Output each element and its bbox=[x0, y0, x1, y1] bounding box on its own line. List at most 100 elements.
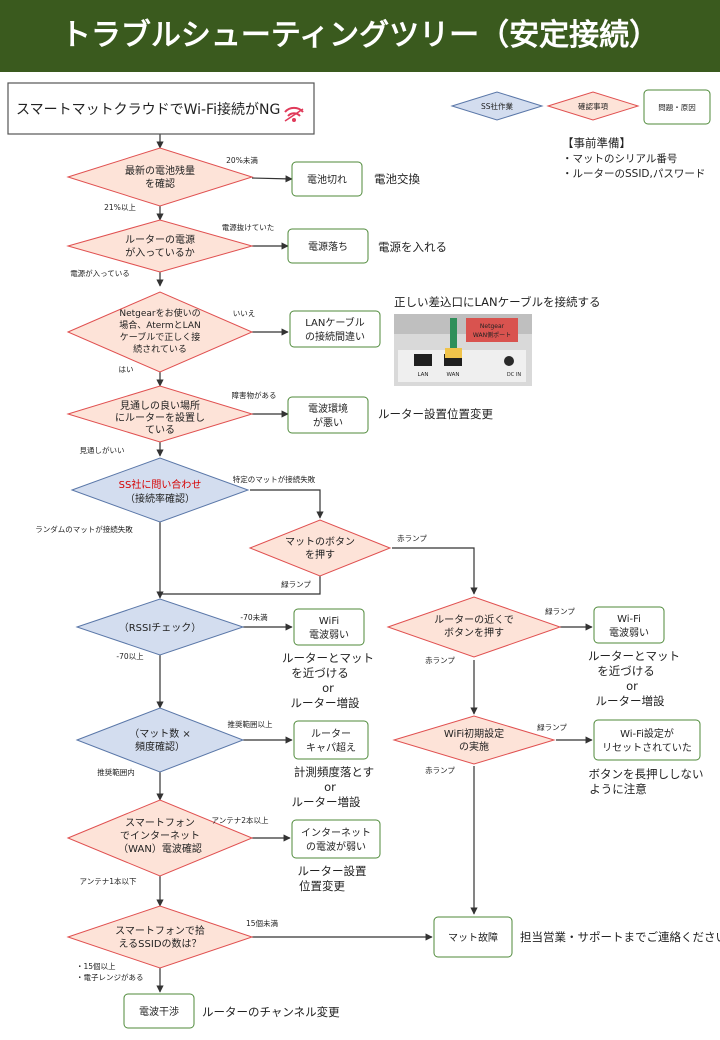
note-power-on: 電源を入れる bbox=[378, 240, 447, 254]
edge-label: 緑ランプ bbox=[545, 606, 575, 616]
edge-label: はい bbox=[119, 365, 134, 374]
edge-label: 見通しがいい bbox=[80, 445, 125, 455]
svg-text:電波干渉: 電波干渉 bbox=[139, 1005, 179, 1018]
svg-text:キャパ超え: キャパ超え bbox=[306, 741, 356, 754]
svg-text:計測頻度落とす: 計測頻度落とす bbox=[294, 765, 374, 779]
edge-label: 推奨範囲内 bbox=[97, 767, 135, 777]
issue-wifi-reset: Wi-Fi設定が リセットされていた bbox=[593, 719, 701, 761]
edge-label: ・電子レンジがある bbox=[76, 972, 144, 982]
note-relocate-2: ルーター設置 位置変更 bbox=[298, 864, 367, 893]
svg-text:WiFi初期設定: WiFi初期設定 bbox=[444, 727, 504, 740]
edge-label: ランダムのマットが接続失敗 bbox=[35, 524, 133, 534]
edge-matbutton-red bbox=[392, 547, 478, 595]
svg-text:ルーターの電源: ルーターの電源 bbox=[125, 233, 195, 246]
edge-label: 電源が入っている bbox=[70, 268, 130, 278]
issue-power-off: 電源落ち bbox=[287, 228, 369, 264]
svg-text:ルーター設置: ルーター設置 bbox=[298, 864, 367, 878]
svg-text:スマートフォンで拾: スマートフォンで拾 bbox=[115, 924, 205, 937]
svg-text:ルーターの近くで: ルーターの近くで bbox=[434, 613, 514, 626]
edge-battery-to-dead bbox=[251, 175, 293, 183]
edge-label: -70以上 bbox=[116, 652, 144, 661]
svg-text:を近づける: を近づける bbox=[291, 666, 349, 680]
svg-text:（マット数 ×: （マット数 × bbox=[129, 727, 191, 740]
svg-text:ルーター: ルーター bbox=[311, 728, 351, 740]
svg-text:電波環境: 電波環境 bbox=[308, 402, 348, 415]
svg-text:の電波が弱い: の電波が弱い bbox=[306, 840, 366, 853]
ss-rssi: （RSSIチェック） bbox=[75, 598, 245, 656]
svg-text:Netgearをお使いの: Netgearをお使いの bbox=[119, 307, 200, 319]
decision-battery: 最新の電池残量 を確認 bbox=[66, 147, 254, 207]
edge-label: 障害物がある bbox=[232, 390, 277, 400]
svg-text:or: or bbox=[322, 681, 334, 695]
edge-label: 緑ランプ bbox=[537, 722, 567, 732]
decision-phone-ssid: スマートフォンで拾 えるSSIDの数は？ bbox=[66, 905, 254, 969]
edge-label: 特定のマットが接続失敗 bbox=[233, 474, 316, 484]
note-reduce-freq: 計測頻度落とす or ルーター増設 bbox=[292, 765, 375, 809]
edge-label: アンテナ2本以上 bbox=[212, 815, 269, 825]
decision-phone-wan: スマートフォン でインターネット （WAN）電波確認 bbox=[66, 799, 254, 877]
edge-label: -70未満 bbox=[240, 612, 268, 622]
edge-label: いいえ bbox=[233, 309, 256, 318]
decision-router-button: ルーターの近くで ボタンを押す bbox=[386, 596, 562, 658]
svg-text:マットのボタン: マットのボタン bbox=[285, 536, 355, 548]
svg-text:続されている: 続されている bbox=[133, 343, 187, 355]
edge-matbutton-green bbox=[162, 576, 321, 595]
port-label: WAN bbox=[446, 372, 459, 378]
svg-text:スマートフォン: スマートフォン bbox=[125, 818, 195, 829]
edge-label: 15個未満 bbox=[246, 918, 279, 928]
svg-text:ケーブルで正しく接: ケーブルで正しく接 bbox=[120, 331, 200, 343]
svg-text:の接続間違い: の接続間違い bbox=[305, 330, 365, 343]
svg-text:が入っているか: が入っているか bbox=[125, 246, 195, 259]
prep-item: ・マットのシリアル番号 bbox=[562, 153, 677, 165]
svg-text:場合、AtermとLAN: 場合、AtermとLAN bbox=[119, 319, 200, 331]
decision-view: 見通しの良い場所 にルーターを設置し ている bbox=[66, 385, 254, 443]
svg-text:（RSSIチェック）: （RSSIチェック） bbox=[119, 622, 202, 634]
edge-ss-to-matbutton bbox=[250, 489, 324, 519]
svg-text:電源落ち: 電源落ち bbox=[308, 240, 348, 253]
edge-label: 緑ランプ bbox=[281, 579, 311, 589]
port-label: DC IN bbox=[507, 372, 521, 378]
svg-text:ルーター増設: ルーター増設 bbox=[596, 694, 665, 708]
photo-tag: Netgear bbox=[480, 323, 505, 330]
svg-text:ルーターとマット: ルーターとマット bbox=[282, 651, 374, 665]
svg-text:ルーター増設: ルーター増設 bbox=[291, 696, 360, 710]
edge-label: 赤ランプ bbox=[425, 766, 455, 775]
ss-contact: SS社に問い合わせ （接続率確認） bbox=[70, 457, 250, 523]
start-label: スマートマットクラウドでWi-Fi接続がNG bbox=[16, 101, 280, 118]
issue-mat-failure: マット故障 bbox=[433, 916, 513, 958]
connectors bbox=[156, 134, 593, 993]
svg-text:Wi-Fi: Wi-Fi bbox=[617, 614, 641, 625]
svg-text:ボタンを長押ししない: ボタンを長押ししない bbox=[589, 767, 704, 781]
router-port-photo: Netgear WAN側ポート LAN WAN DC IN bbox=[394, 314, 532, 386]
svg-text:最新の電池残量: 最新の電池残量 bbox=[125, 164, 195, 177]
svg-text:位置変更: 位置変更 bbox=[299, 879, 345, 893]
page-title: トラブルシューティングツリー（安定接続） bbox=[60, 18, 660, 53]
note-router-relocate: ルーター設置位置変更 bbox=[378, 407, 493, 421]
edge-label: 電源抜けていた bbox=[222, 222, 275, 232]
svg-text:（接続率確認）: （接続率確認） bbox=[125, 492, 195, 505]
note-long-press: ボタンを長押ししない ように注意 bbox=[589, 767, 704, 796]
note-move-closer-2: ルーターとマット を近づける or ルーター増設 bbox=[588, 649, 680, 708]
svg-text:が悪い: が悪い bbox=[313, 416, 343, 429]
note-move-closer-1: ルーターとマット を近づける or ルーター増設 bbox=[282, 651, 374, 710]
svg-text:にルーターを設置し: にルーターを設置し bbox=[115, 411, 205, 424]
svg-text:えるSSIDの数は？: えるSSIDの数は？ bbox=[118, 937, 201, 950]
legend-issue-cause: 問題・原因 bbox=[658, 103, 696, 112]
legend: SS社作業 確認事項 問題・原因 bbox=[450, 89, 711, 125]
svg-text:SS社に問い合わせ: SS社に問い合わせ bbox=[119, 478, 202, 491]
issue-wifi-weak-2: Wi-Fi 電波弱い bbox=[593, 606, 665, 644]
edge-label: 推奨範囲以上 bbox=[228, 719, 273, 729]
svg-text:を近づける: を近づける bbox=[597, 664, 655, 678]
svg-text:ルーター増設: ルーター増設 bbox=[292, 795, 361, 809]
note-contact-sales: 担当営業・サポートまでご連絡ください bbox=[520, 930, 720, 944]
svg-text:LANケーブル: LANケーブル bbox=[305, 316, 365, 329]
svg-text:でインターネット: でインターネット bbox=[120, 830, 200, 842]
svg-text:WiFi: WiFi bbox=[319, 616, 339, 627]
svg-text:インターネット: インターネット bbox=[301, 827, 371, 839]
decision-power: ルーターの電源 が入っているか bbox=[66, 219, 254, 273]
issue-lan-wrong: LANケーブル の接続間違い bbox=[289, 310, 381, 348]
svg-text:or: or bbox=[626, 679, 638, 693]
svg-text:の実施: の実施 bbox=[459, 740, 489, 753]
wifi-error-icon bbox=[284, 106, 304, 122]
legend-check-step: 確認事項 bbox=[578, 101, 608, 111]
